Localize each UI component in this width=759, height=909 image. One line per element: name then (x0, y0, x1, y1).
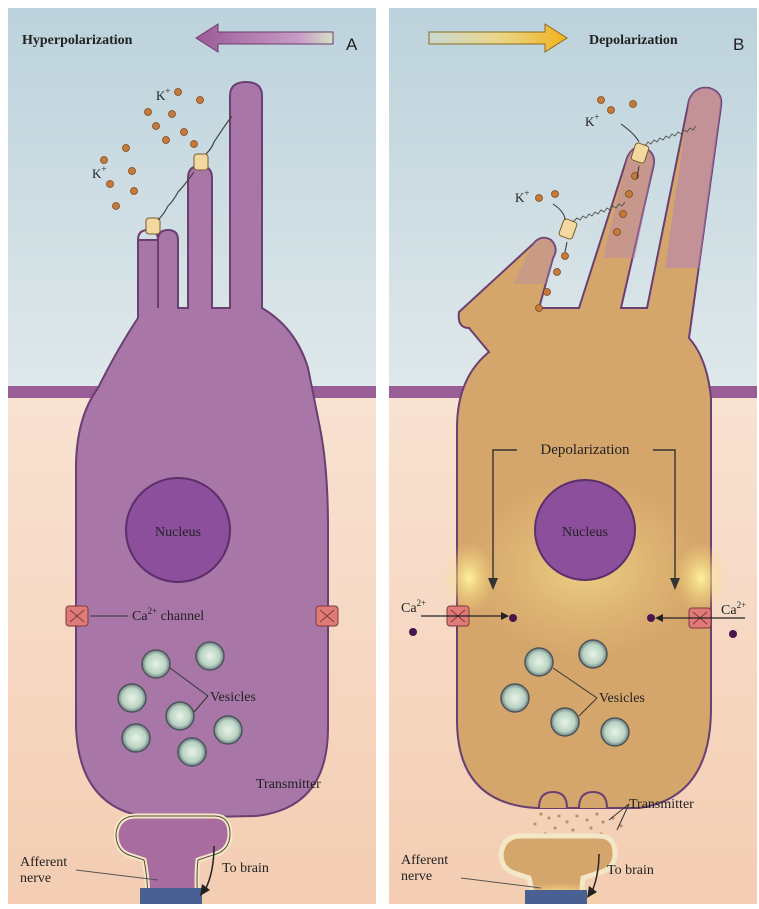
vesicles-label: Vesicles (599, 691, 645, 706)
depolarization-inner-label: Depolarization (540, 442, 630, 458)
to-brain-label: To brain (607, 863, 654, 878)
to-brain-label: To brain (222, 861, 269, 876)
nucleus-label: Nucleus (562, 525, 608, 540)
panel-letter: B (733, 35, 744, 54)
panel-depolarization: Depolarization B K+ K+ Depolarization Nu… (389, 8, 757, 904)
afferent-label-2: nerve (401, 869, 432, 884)
calcium-channel-left (66, 606, 88, 626)
afferent-label-1: Afferent (20, 855, 67, 870)
nerve-fiber (525, 890, 587, 904)
nerve-fiber (140, 888, 202, 904)
direction-label: Depolarization (589, 33, 678, 48)
vesicles-label: Vesicles (210, 690, 256, 705)
calcium-channel-right (316, 606, 338, 626)
direction-label: Hyperpolarization (22, 33, 133, 48)
hair-cell-depolarized-diagram: Depolarization B K+ K+ Depolarization Nu… (389, 8, 757, 904)
nucleus-label: Nucleus (155, 525, 201, 540)
afferent-label-1: Afferent (401, 853, 448, 868)
transmitter-label: Transmitter (256, 777, 321, 792)
afferent-label-2: nerve (20, 871, 51, 886)
panel-hyperpolarization: Hyperpolarization A K+ K+ Nucleus Ca2+ c… (8, 8, 376, 904)
transmitter-label: Transmitter (629, 797, 694, 812)
hair-cell-hyperpolarized-diagram: Hyperpolarization A K+ K+ Nucleus Ca2+ c… (8, 8, 376, 904)
panel-letter: A (346, 35, 358, 54)
channel-label: Ca2+ channel (132, 606, 204, 624)
